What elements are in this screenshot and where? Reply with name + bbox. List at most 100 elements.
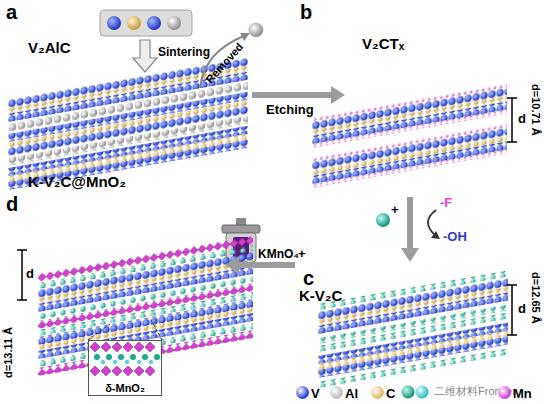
edge-label: Etching bbox=[266, 103, 314, 116]
intercalated-layers-part bbox=[318, 330, 508, 370]
legend-swatch bbox=[330, 386, 343, 399]
spacing-value: d=10.71 Å bbox=[530, 84, 541, 136]
reactant-box-part bbox=[100, 10, 192, 36]
termination-label: -OH bbox=[443, 230, 467, 243]
interlayer-bracket bbox=[507, 285, 517, 335]
birnessite-sketch-part bbox=[101, 360, 105, 364]
interlayer-bracket-part bbox=[507, 141, 517, 143]
spacing-value: d=13.11 Å bbox=[3, 327, 14, 378]
arrow-head bbox=[225, 256, 239, 274]
reactant-box-part bbox=[107, 16, 121, 30]
panel: bV₂CTₓ bbox=[345, 2, 540, 197]
mxene-layers-part bbox=[312, 142, 507, 184]
birnessite-sketch-part bbox=[94, 354, 100, 360]
arrow-shaft bbox=[407, 197, 413, 250]
edge-label: KMnO₄ bbox=[258, 248, 299, 260]
max-phase-layers-part bbox=[8, 140, 248, 190]
formula-label: δ-MnO₂ bbox=[89, 383, 161, 394]
legend-text: V bbox=[311, 387, 320, 400]
legend-swatch bbox=[296, 386, 309, 399]
arrow-shaft bbox=[237, 262, 295, 268]
legend-swatch bbox=[371, 386, 384, 399]
autoclave-part bbox=[222, 225, 260, 233]
birnessite-sketch-part bbox=[112, 342, 122, 352]
spacing-symbol: d bbox=[26, 267, 34, 280]
birnessite-sketch-part bbox=[149, 360, 153, 364]
charge-sign: + bbox=[391, 203, 399, 216]
composite-layers bbox=[38, 236, 253, 376]
inset-box: δ-MnO₂ bbox=[88, 340, 162, 396]
panel: dK-V₂C@MnO₂δ-MnO₂ bbox=[2, 200, 225, 400]
reactant-box bbox=[100, 10, 192, 36]
birnessite-sketch-part bbox=[90, 342, 100, 352]
autoclave-part bbox=[236, 218, 246, 225]
removed-al-part bbox=[240, 33, 250, 41]
panel-letter: c bbox=[303, 268, 314, 288]
birnessite-sketch bbox=[89, 341, 160, 381]
legend-ball bbox=[402, 386, 415, 399]
interlayer-bracket-part bbox=[507, 334, 517, 336]
birnessite-sketch-part bbox=[134, 366, 144, 376]
panel-letter: a bbox=[6, 2, 17, 22]
panel-letter: d bbox=[6, 194, 18, 214]
exchange-arrow-part bbox=[428, 210, 436, 236]
formula-label: V₂AlC bbox=[28, 40, 71, 55]
birnessite-sketch-part bbox=[142, 354, 148, 360]
panel: cK-V₂C bbox=[295, 262, 540, 397]
exchange-arrow-part bbox=[431, 231, 440, 239]
formula-label: K-V₂C bbox=[299, 288, 342, 303]
birnessite-sketch-part bbox=[130, 354, 136, 360]
sintering-arrow bbox=[133, 40, 157, 72]
interlayer-bracket-part bbox=[17, 299, 27, 301]
birnessite-sketch-part bbox=[134, 342, 144, 352]
birnessite-sketch-part bbox=[145, 366, 155, 376]
birnessite-sketch-part bbox=[118, 354, 124, 360]
intercalated-layers bbox=[318, 270, 508, 388]
panel-letter: b bbox=[300, 2, 312, 22]
intercalated-layers-part bbox=[318, 348, 508, 388]
zoom-leader bbox=[88, 318, 162, 340]
legend-ball bbox=[416, 386, 429, 399]
interlayer-bracket-part bbox=[507, 284, 517, 286]
reactant-box-part bbox=[147, 16, 161, 30]
zoom-leader-part bbox=[88, 324, 110, 340]
process-arrow bbox=[401, 197, 419, 262]
birnessite-sketch-part bbox=[106, 354, 112, 360]
spacing-symbol: d bbox=[518, 302, 526, 315]
birnessite-sketch-part bbox=[123, 342, 133, 352]
interlayer-bracket-part bbox=[21, 250, 23, 300]
plus-sign: + bbox=[298, 247, 306, 260]
formula-label: K-V₂C@MnO₂ bbox=[28, 174, 126, 189]
arrow-shaft bbox=[252, 92, 333, 98]
removed-al-part bbox=[249, 23, 263, 37]
interlayer-bracket-part bbox=[507, 97, 517, 99]
legend-swatch bbox=[498, 386, 511, 399]
mxene-layers-part bbox=[312, 150, 507, 188]
legend-text: Mn bbox=[513, 387, 532, 400]
birnessite-sketch-part bbox=[123, 366, 133, 376]
formula-label: V₂CTₓ bbox=[362, 36, 404, 51]
interlayer-bracket-part bbox=[17, 249, 27, 251]
legend-text: Al bbox=[345, 387, 358, 400]
arrow-head bbox=[331, 86, 345, 104]
termination-label: -F bbox=[440, 196, 452, 209]
interlayer-bracket-part bbox=[511, 285, 513, 335]
birnessite-sketch-part bbox=[101, 366, 111, 376]
legend-text: C bbox=[386, 387, 395, 400]
exchange-arrow bbox=[428, 210, 440, 239]
birnessite-sketch-part bbox=[145, 342, 155, 352]
birnessite-sketch-part bbox=[154, 354, 160, 360]
reactant-box-part bbox=[167, 16, 181, 30]
interlayer-bracket-part bbox=[511, 98, 513, 142]
birnessite-sketch-part bbox=[101, 342, 111, 352]
spacing-symbol: d bbox=[518, 112, 526, 125]
birnessite-sketch-part bbox=[137, 360, 141, 364]
birnessite-sketch-part bbox=[90, 366, 100, 376]
process-label: Removed bbox=[204, 41, 245, 85]
birnessite-sketch-part bbox=[113, 360, 117, 364]
